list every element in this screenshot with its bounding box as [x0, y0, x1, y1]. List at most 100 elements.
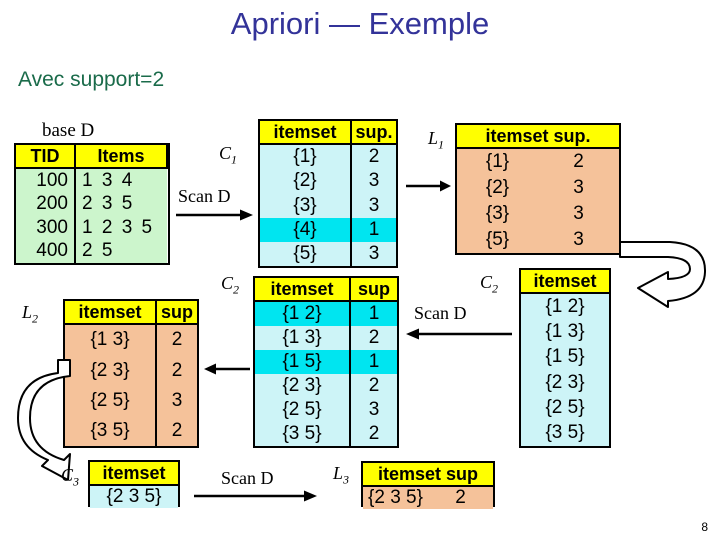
table-row: {1 2}: [521, 293, 609, 320]
cell-itemset: {1 3}: [65, 324, 157, 356]
cell-sup: 2: [156, 415, 197, 446]
table-row: {3} 3: [457, 201, 619, 228]
cell-sup: 3: [538, 175, 619, 202]
scan-d-label-2: Scan D: [414, 303, 467, 323]
table-l1: itemset sup. {1} 2 {2} 3 {3} 3 {5}: [455, 123, 621, 255]
column-header-tid: TID: [16, 145, 76, 169]
table-c3: itemset {2 3 5}: [88, 460, 180, 508]
cell-itemset: {3 5}: [65, 415, 157, 446]
column-header-itemset: itemset: [521, 270, 609, 294]
table-header-row: itemset sup.: [457, 125, 619, 149]
column-header-itemset: itemset: [255, 278, 351, 302]
cell-itemset: {1 2}: [521, 293, 609, 320]
table-row: {5} 3: [457, 227, 619, 253]
table-row: 400 2 5: [16, 239, 167, 263]
curved-arrow-join-icon: [619, 241, 707, 308]
cell-itemset: {2 5}: [65, 385, 157, 416]
cell-items: 1 3 4: [75, 168, 167, 193]
cell-sup: 3: [351, 241, 396, 266]
label-l1-letter: L: [428, 128, 439, 148]
table-row-pruned: {4} 1: [260, 217, 396, 242]
column-header-items: Items: [75, 145, 168, 169]
table-header-row: itemset sup: [363, 463, 493, 487]
cell-itemset: {1}: [260, 144, 352, 170]
label-c1-letter: C: [219, 143, 232, 163]
label-l1: L1: [428, 128, 444, 153]
cell-itemset: {3 5}: [255, 422, 351, 446]
label-c3-letter: C: [61, 465, 74, 485]
cell-itemset: {4}: [260, 217, 352, 242]
table-header-row: itemset sup: [65, 301, 197, 325]
table-row-pruned: {1 5} 1: [255, 350, 397, 375]
cell-itemset: {2 3}: [255, 374, 351, 399]
cell-items: 2 3 5: [75, 192, 167, 217]
cell-itemset: {2}: [260, 169, 352, 194]
cell-itemset: {5}: [457, 227, 538, 253]
cell-tid: 300: [16, 216, 76, 240]
table-row: {3 5} 2: [255, 422, 397, 446]
cell-itemset: {2 3 5}: [90, 485, 178, 508]
cell-sup: 1: [350, 350, 397, 375]
label-c2b-sub: 2: [492, 281, 499, 296]
table-row: {2 3 5}: [90, 485, 178, 508]
cell-sup: 2: [351, 144, 396, 170]
page-number: 8: [701, 520, 708, 534]
cell-sup: 3: [351, 169, 396, 194]
label-c2a-letter: C: [221, 273, 234, 293]
cell-sup: 3: [538, 227, 619, 253]
cell-itemset: {1}: [457, 148, 538, 176]
table-row: {5} 3: [260, 241, 396, 266]
table-header-row: itemset sup.: [260, 121, 396, 145]
cell-sup: 2: [350, 422, 397, 446]
table-row: {3 5} 2: [65, 415, 197, 446]
cell-itemset: {3}: [260, 193, 352, 218]
cell-sup: 1: [351, 217, 396, 242]
label-c3: C3: [61, 465, 79, 490]
column-header-itemset: itemset: [65, 301, 157, 325]
cell-itemset: {1 3}: [255, 326, 351, 351]
cell-sup: 3: [156, 385, 197, 416]
table-row: {3 5}: [521, 420, 609, 446]
column-header-itemset: itemset: [90, 462, 178, 486]
table-row: 100 1 3 4: [16, 168, 167, 193]
label-c2a-sub: 2: [233, 282, 240, 297]
table-row: {2 3} 2: [255, 374, 397, 399]
table-base-d: TID Items 100 1 3 4 200 2 3 5 300 1 2 3 …: [14, 143, 170, 265]
cell-sup: 2: [538, 148, 619, 176]
table-row: {1} 2: [260, 144, 396, 170]
cell-sup: 2: [156, 324, 197, 356]
cell-itemset: {1 2}: [255, 301, 351, 327]
label-l1-sub: 1: [438, 137, 445, 152]
table-row: {2 3}: [521, 370, 609, 396]
cell-sup: 3: [351, 193, 396, 218]
table-l2: itemset sup {1 3} 2 {2 3} 2 {2 5} 3: [63, 299, 199, 448]
table-c1: itemset sup. {1} 2 {2} 3 {3} 3 {4}: [258, 119, 398, 268]
cell-sup: 3: [538, 201, 619, 228]
arrow-right-3: [194, 490, 317, 502]
table-row: {2 5} 3: [255, 398, 397, 422]
table-header-row: itemset: [521, 270, 609, 294]
label-c2b-letter: C: [480, 272, 493, 292]
label-l2: L2: [22, 302, 38, 327]
header-sup-text: sup.: [553, 126, 591, 146]
cell-items: 2 5: [75, 239, 167, 263]
table-row: {2 5}: [521, 395, 609, 421]
column-header-itemset: itemset: [260, 121, 352, 145]
label-c2-candidates: C2: [480, 272, 498, 297]
table-row: {2} 3: [260, 169, 396, 194]
table-row-pruned: {1 2} 1: [255, 301, 397, 327]
table-row: {1 3} 2: [255, 326, 397, 351]
cell-itemset: {2 3 5}: [363, 486, 428, 509]
label-c3-sub: 3: [73, 474, 80, 489]
label-l2-sub: 2: [32, 311, 39, 326]
table-row: {2 3} 2: [65, 355, 197, 386]
label-l2-letter: L: [22, 302, 33, 322]
header-itemset-text: itemset: [377, 464, 441, 484]
table-l3: itemset sup {2 3 5} 2: [361, 461, 495, 509]
cell-tid: 400: [16, 239, 76, 263]
cell-itemset: {1 5}: [255, 350, 351, 375]
header-itemset-text: itemset: [485, 126, 549, 146]
column-header-sup: sup: [350, 278, 397, 302]
cell-itemset: {2 5}: [255, 398, 351, 422]
